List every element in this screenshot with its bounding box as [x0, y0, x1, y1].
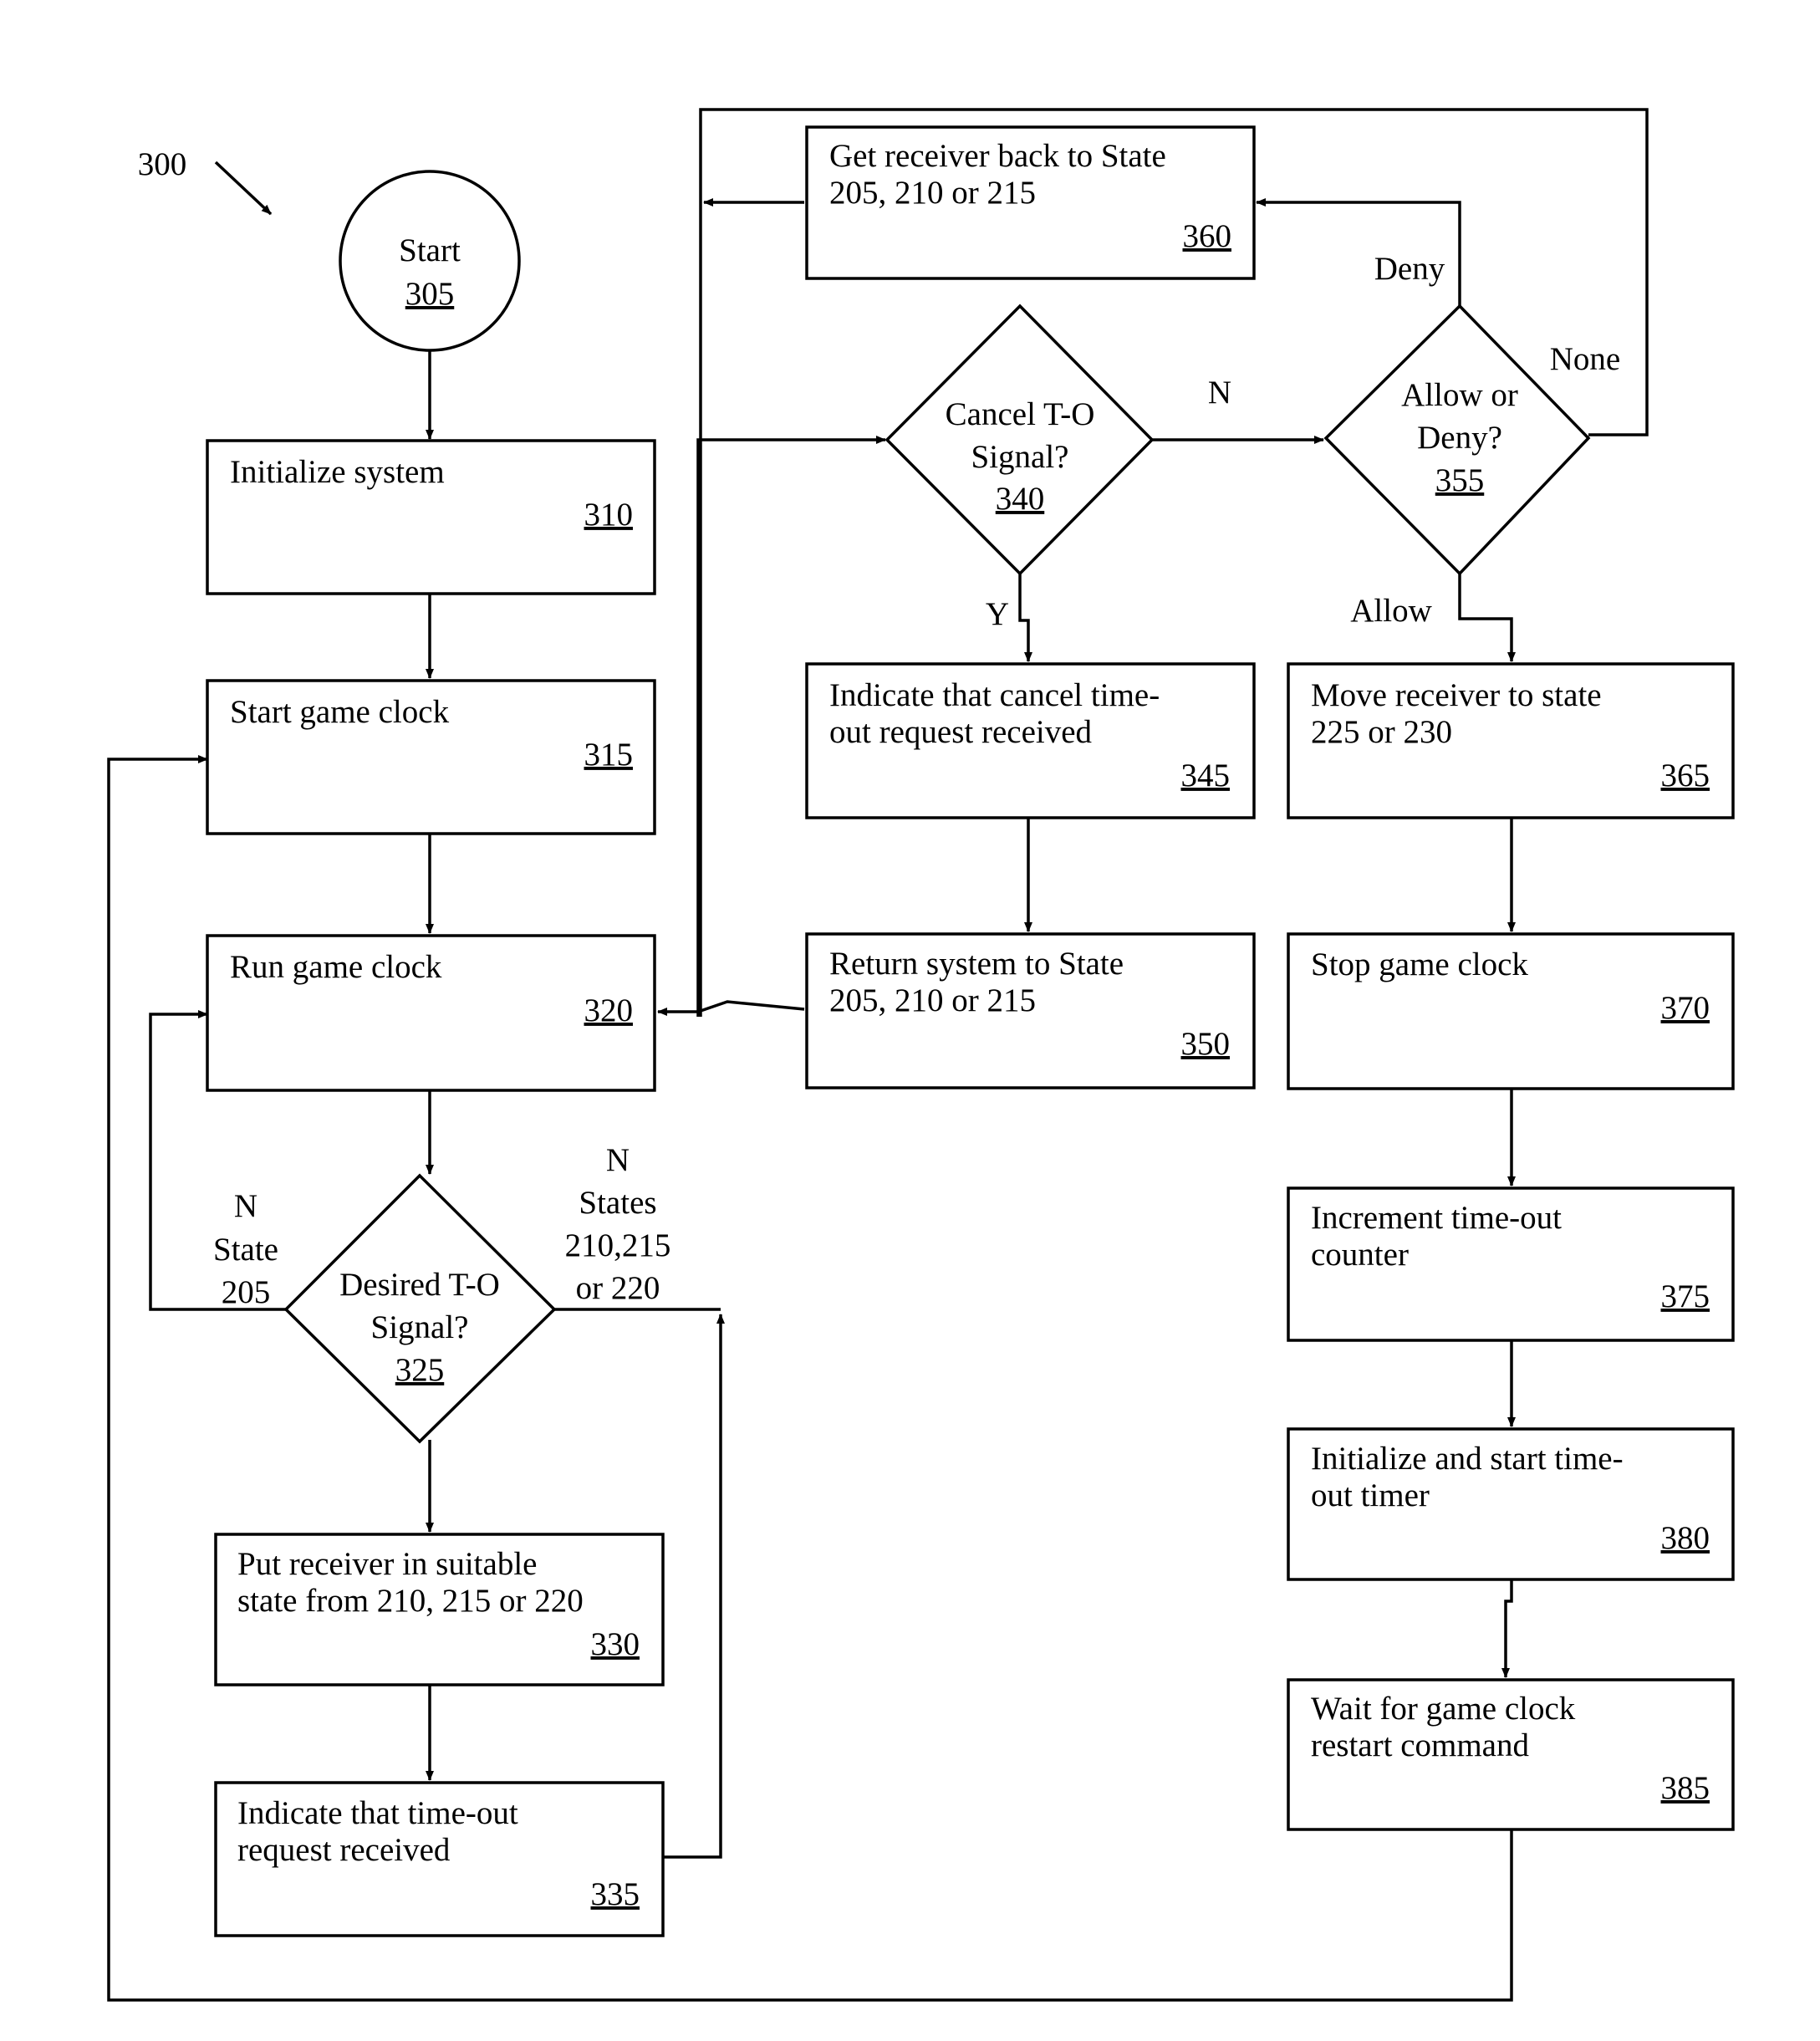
decision-325-desired-to-signal: Desired T-O Signal? 325	[286, 1176, 554, 1441]
box-360-get-receiver-back: Get receiver back to State 205, 210 or 2…	[807, 127, 1254, 278]
box-335-label-line2: request received	[237, 1832, 451, 1868]
box-385-label-line1: Wait for game clock	[1311, 1691, 1576, 1727]
box-380-label-line1: Initialize and start time-	[1311, 1441, 1624, 1477]
decision-355-label-line1: Allow or	[1401, 377, 1518, 413]
box-345-indicate-cancel-request: Indicate that cancel time- out request r…	[807, 664, 1254, 818]
label-340-no: N	[1208, 375, 1231, 411]
box-345-label-line1: Indicate that cancel time-	[829, 677, 1160, 713]
box-315-start-game-clock: Start game clock 315	[207, 681, 655, 834]
decision-325-label-line1: Desired T-O	[339, 1267, 500, 1303]
decision-325-number: 325	[395, 1352, 445, 1388]
label-325-right-numbers: 210,215	[565, 1227, 671, 1263]
label-355-none: None	[1550, 341, 1620, 377]
label-340-yes: Y	[986, 596, 1009, 632]
box-330-put-receiver-in-suitable-state: Put receiver in suitable state from 210,…	[216, 1534, 663, 1685]
box-370-stop-game-clock: Stop game clock 370	[1288, 934, 1733, 1089]
box-375-increment-time-out-counter: Increment time-out counter 375	[1288, 1188, 1733, 1340]
box-380-number: 380	[1661, 1520, 1710, 1556]
box-350-return-system-to-state: Return system to State 205, 210 or 215 3…	[807, 934, 1254, 1088]
box-320-number: 320	[584, 992, 634, 1028]
box-385-number: 385	[1661, 1770, 1710, 1806]
box-320-label-line1: Run game clock	[230, 949, 442, 985]
box-345-label-line2: out request received	[829, 714, 1093, 750]
box-330-number: 330	[591, 1626, 640, 1662]
start-label: Start	[399, 232, 461, 268]
box-370-label-line1: Stop game clock	[1311, 947, 1528, 982]
arrow-380-385	[1506, 1579, 1512, 1677]
box-360-label-line1: Get receiver back to State	[829, 138, 1166, 174]
box-375-label-line1: Increment time-out	[1311, 1200, 1562, 1236]
box-310-number: 310	[584, 497, 634, 533]
box-375-number: 375	[1661, 1278, 1710, 1314]
box-335-indicate-time-out-request: Indicate that time-out request received …	[216, 1783, 663, 1936]
decision-325-label-line2: Signal?	[371, 1309, 469, 1345]
start-305: Start 305	[340, 171, 519, 350]
box-360-label-line2: 205, 210 or 215	[829, 175, 1036, 211]
box-310-label-line1: Initialize system	[230, 454, 445, 490]
box-330-label-line1: Put receiver in suitable	[237, 1546, 537, 1582]
arrow-355-allow-365	[1460, 574, 1512, 661]
box-385-label-line2: restart command	[1311, 1727, 1529, 1763]
label-325-right-n: N	[606, 1142, 630, 1178]
box-365-label-line1: Move receiver to state	[1311, 677, 1602, 713]
box-315-label-line1: Start game clock	[230, 694, 450, 730]
ref-300-pointer	[216, 162, 271, 214]
label-325-left-state: State	[213, 1232, 278, 1268]
decision-340-label-line1: Cancel T-O	[946, 396, 1095, 432]
box-350-number: 350	[1181, 1026, 1231, 1062]
box-335-number: 335	[591, 1876, 640, 1912]
box-330-label-line2: state from 210, 215 or 220	[237, 1583, 584, 1619]
label-325-left-205: 205	[222, 1274, 271, 1310]
figure-ref-300: 300	[138, 146, 187, 182]
arrow-340-y-345	[1020, 574, 1028, 661]
start-number: 305	[405, 276, 455, 312]
label-355-allow: Allow	[1350, 593, 1432, 629]
box-385-wait-for-restart-command: Wait for game clock restart command 385	[1288, 1680, 1733, 1829]
box-365-label-line2: 225 or 230	[1311, 714, 1452, 750]
label-325-left-n: N	[234, 1188, 257, 1224]
box-320-run-game-clock: Run game clock 320	[207, 936, 655, 1090]
box-365-number: 365	[1661, 758, 1710, 793]
box-345-number: 345	[1181, 758, 1231, 793]
box-315-number: 315	[584, 737, 634, 773]
box-350-label-line1: Return system to State	[829, 946, 1124, 982]
label-325-right-or220: or 220	[576, 1270, 660, 1306]
label-325-right-states: States	[579, 1185, 656, 1221]
box-365-move-receiver-to-state: Move receiver to state 225 or 230 365	[1288, 664, 1733, 818]
decision-355-label-line2: Deny?	[1417, 420, 1502, 456]
box-335-label-line1: Indicate that time-out	[237, 1795, 518, 1831]
decision-340-cancel-to-signal: Cancel T-O Signal? 340	[887, 306, 1152, 574]
label-355-deny: Deny	[1374, 251, 1445, 287]
box-375-label-line2: counter	[1311, 1237, 1409, 1273]
box-360-number: 360	[1183, 218, 1232, 254]
box-380-initialize-and-start-timer: Initialize and start time- out timer 380	[1288, 1429, 1733, 1579]
box-370-number: 370	[1661, 990, 1710, 1026]
decision-355-number: 355	[1435, 462, 1485, 498]
decision-340-label-line2: Signal?	[971, 439, 1069, 475]
box-380-label-line2: out timer	[1311, 1477, 1430, 1513]
arrow-335-up	[663, 1314, 721, 1857]
decision-325-diamond	[286, 1176, 554, 1441]
arrow-350-320	[658, 1002, 804, 1012]
decision-340-number: 340	[996, 481, 1045, 517]
box-310-initialize-system: Initialize system 310	[207, 441, 655, 594]
box-350-label-line2: 205, 210 or 215	[829, 982, 1036, 1018]
